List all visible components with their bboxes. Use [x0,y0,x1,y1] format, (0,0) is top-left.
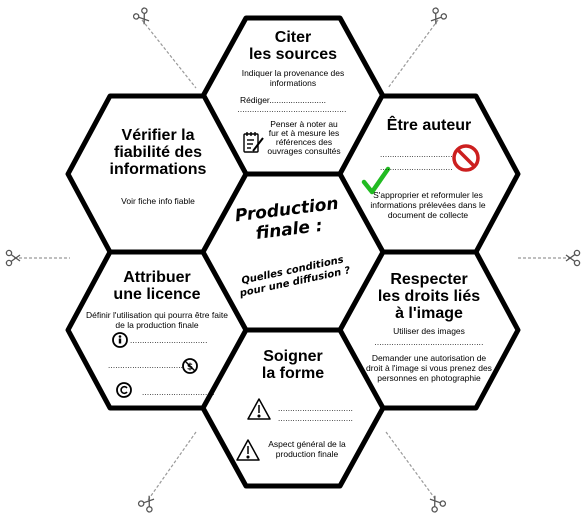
citer-title-line2: les sources [248,46,338,63]
cut-line-bottom-left [147,431,197,501]
attribuer-title: Attribuer une licence [100,269,214,303]
scissors-icon [5,249,21,267]
soigner-title-line1: Soigner [263,348,323,365]
scissors-icon [425,492,448,514]
attribuer-dotted-line-2: ............................... [108,361,184,370]
attribuer-title-line1: Attribuer [123,269,191,286]
verifier-title-line2: fiabilité des [113,144,203,161]
citer-title-line1: Citer [274,29,312,46]
respecter-title-line1: Respecter [390,271,468,288]
prohibited-icon [452,144,480,172]
etre-dotted-line-1: .............................. [380,150,453,159]
soigner-title-line2: la forme [261,365,325,382]
respecter-title-line2: les droits liés [377,288,481,305]
scissors-icon [136,492,159,514]
soigner-dotted-line-1: ............................... [278,404,354,413]
citer-rediger-text: Rédiger........................ [240,95,326,105]
cut-line-top-left [141,19,197,89]
verifier-title-line3: informations [109,161,207,178]
scissors-icon [426,6,449,28]
warning-icon [236,439,260,461]
soigner-title: Soigner la forme [236,348,350,382]
respecter-title: Respecter les droits liés à l'image [370,271,488,322]
cc-by-icon [112,332,128,348]
verifier-title: Vérifier la fiabilité des informations [98,127,218,178]
etre-description-text: S'approprier et reformuler les informati… [370,190,486,220]
citer-note-text: Penser à noter au fur et à mesure les ré… [267,119,341,156]
soigner-dotted-line-2: ............................... [278,414,354,423]
cc-nc-icon: $ [182,358,198,374]
checkmark-icon [361,166,391,195]
citer-title: Citer les sources [236,29,350,63]
attribuer-description-text: Définir l'utilisation qui pourra être fa… [86,310,228,330]
cut-line-top-right [387,19,439,89]
svg-text:$: $ [187,363,193,373]
warning-icon [247,398,271,420]
hex-production-finale [200,171,386,333]
respecter-autorisation-text: Demander une autorisation de droit à l'i… [366,353,492,383]
notepad-pencil-icon [243,132,264,153]
attribuer-dotted-line-3: .............................. [142,388,215,397]
attribuer-dotted-line-1: ................................ [130,336,208,345]
verifier-title-line1: Vérifier la [121,127,195,144]
respecter-dotted-line: ........................................… [374,338,484,347]
etre-dotted-line-2: .............................. [380,163,453,172]
etre-title: Être auteur [386,117,472,134]
soigner-aspect-text: Aspect général de la production finale [268,439,346,459]
cc-sa-icon [116,382,132,398]
citer-dotted-line: ........................................… [237,105,347,114]
citer-provenance-text: Indiquer la provenance des informations [241,68,345,88]
cut-line-bottom-right [385,431,437,501]
respecter-title-line3: à l'image [395,305,463,322]
scissors-icon [131,6,154,28]
verifier-fiche-text: Voir fiche info fiable [121,196,195,206]
attribuer-title-line2: une licence [113,286,201,303]
respecter-utiliser-text: Utiliser des images [393,326,465,336]
